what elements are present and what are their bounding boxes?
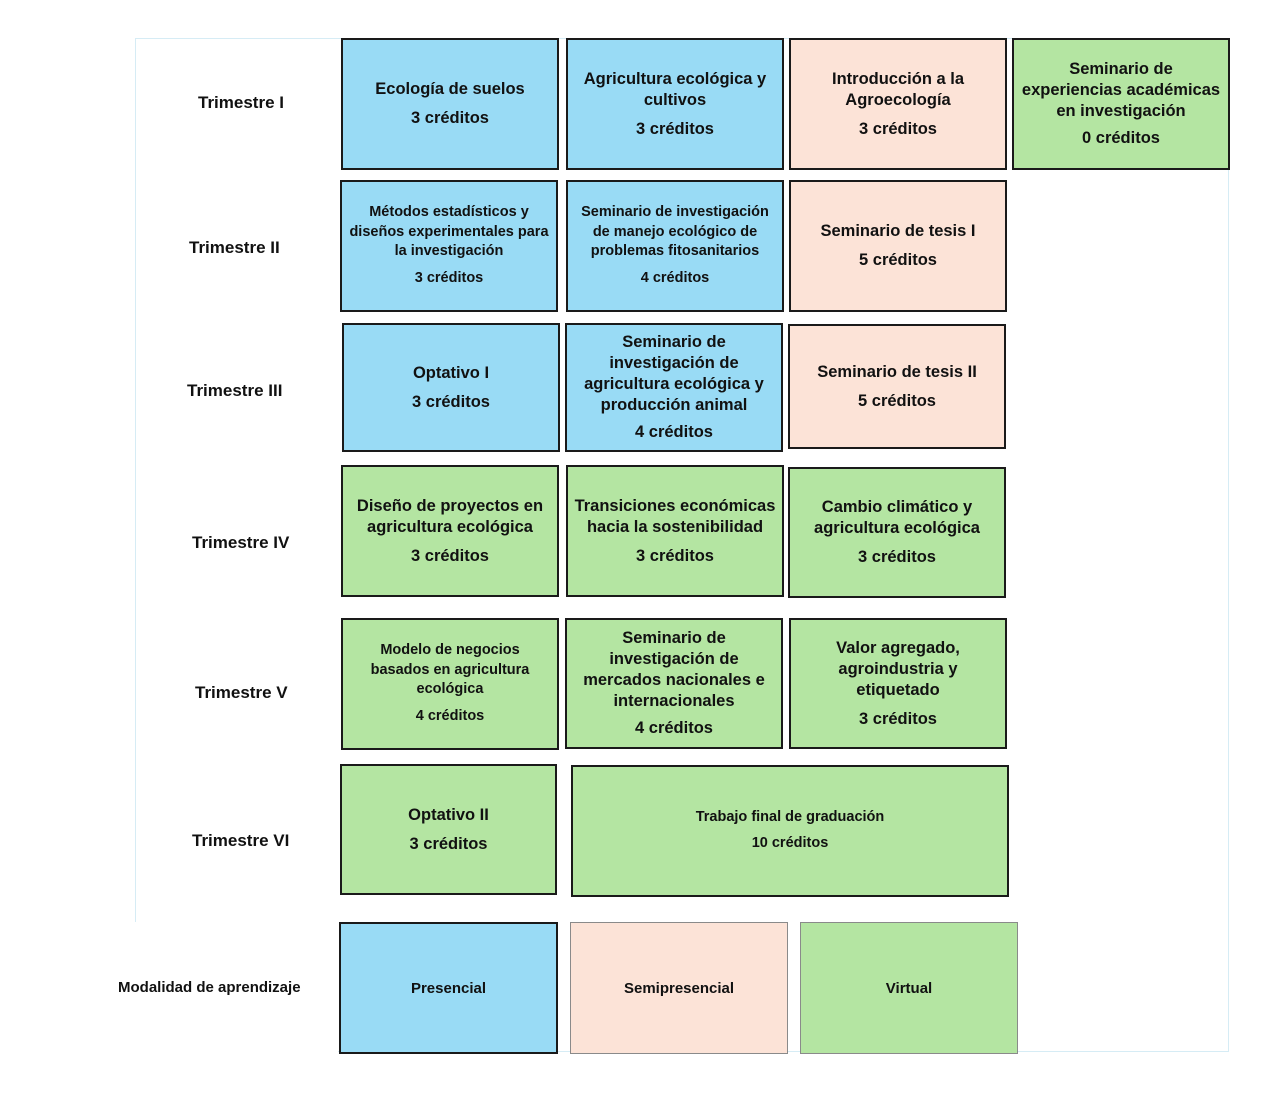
course-name: Métodos estadísticos y diseños experimen… bbox=[349, 204, 549, 260]
course-name: Optativo I bbox=[412, 363, 490, 382]
course-credits: 3 créditos bbox=[636, 119, 714, 138]
course-credits: 3 créditos bbox=[859, 119, 937, 138]
course-box: Seminario de investigación de agricultur… bbox=[565, 323, 783, 452]
course-box: Valor agregado, agroindustria y etiqueta… bbox=[789, 618, 1007, 749]
legend-item-presencial: Presencial bbox=[339, 922, 558, 1054]
course-box: Agricultura ecológica y cultivos 3 crédi… bbox=[566, 38, 784, 170]
course-credits: 10 créditos bbox=[751, 835, 829, 852]
course-name: Seminario de experiencias académicas en … bbox=[1021, 60, 1221, 120]
course-credits: 5 créditos bbox=[858, 391, 936, 410]
row-label-trimestre-5: Trimestre V bbox=[195, 683, 288, 702]
course-credits: 4 créditos bbox=[635, 719, 713, 737]
course-credits: 4 créditos bbox=[635, 423, 713, 441]
course-name: Seminario de investigación de manejo eco… bbox=[581, 204, 769, 260]
course-credits: 5 créditos bbox=[859, 251, 937, 269]
course-box: Seminario de experiencias académicas en … bbox=[1012, 38, 1230, 170]
course-name: Ecología de suelos bbox=[375, 80, 525, 98]
course-name: Agricultura ecológica y cultivos bbox=[583, 69, 767, 109]
course-box: Optativo II 3 créditos bbox=[340, 764, 557, 895]
legend-item-label: Presencial bbox=[410, 979, 487, 997]
legend-item-label: Virtual bbox=[885, 979, 933, 997]
course-credits: 3 créditos bbox=[411, 109, 489, 127]
course-name: Transiciones económicas hacia la sosteni… bbox=[574, 496, 776, 536]
course-box: Ecología de suelos 3 créditos bbox=[341, 38, 559, 170]
course-name: Diseño de proyectos en agricultura ecoló… bbox=[356, 496, 544, 536]
row-label-trimestre-6: Trimestre VI bbox=[192, 831, 290, 850]
legend-label: Modalidad de aprendizaje bbox=[118, 979, 301, 996]
course-credits: 3 créditos bbox=[858, 548, 936, 566]
course-credits: 3 créditos bbox=[414, 269, 484, 286]
course-box: Optativo I 3 créditos bbox=[342, 323, 560, 452]
legend-item-virtual: Virtual bbox=[800, 922, 1018, 1054]
course-box: Transiciones económicas hacia la sosteni… bbox=[566, 465, 784, 597]
legend-background bbox=[110, 922, 338, 1054]
row-label-trimestre-1: Trimestre I bbox=[198, 93, 284, 112]
course-credits: 3 créditos bbox=[411, 546, 489, 565]
course-box: Diseño de proyectos en agricultura ecoló… bbox=[341, 465, 559, 597]
course-credits: 4 créditos bbox=[640, 269, 710, 286]
course-box: Introducción a la Agroecología 3 crédito… bbox=[789, 38, 1007, 170]
row-label-trimestre-2: Trimestre II bbox=[189, 238, 280, 257]
course-name: Seminario de investigación de mercados n… bbox=[583, 629, 765, 710]
course-name: Seminario de tesis I bbox=[820, 222, 976, 240]
course-credits: 3 créditos bbox=[636, 546, 714, 565]
course-name: Trabajo final de graduación bbox=[695, 808, 885, 825]
course-box: Seminario de tesis II 5 créditos bbox=[788, 324, 1006, 449]
row-label-trimestre-4: Trimestre IV bbox=[192, 533, 290, 552]
course-name: Modelo de negocios basados en agricultur… bbox=[370, 642, 530, 698]
course-box: Trabajo final de graduación 10 créditos bbox=[571, 765, 1009, 897]
course-box: Seminario de investigación de mercados n… bbox=[565, 618, 783, 749]
course-box: Métodos estadísticos y diseños experimen… bbox=[340, 180, 558, 312]
course-credits: 3 créditos bbox=[859, 709, 937, 728]
course-name: Seminario de tesis II bbox=[817, 362, 977, 381]
course-credits: 3 créditos bbox=[409, 834, 488, 853]
course-box: Modelo de negocios basados en agricultur… bbox=[341, 618, 559, 750]
course-name: Optativo II bbox=[408, 805, 489, 824]
course-name: Introducción a la Agroecología bbox=[831, 69, 965, 109]
row-label-trimestre-3: Trimestre III bbox=[187, 381, 283, 400]
course-credits: 0 créditos bbox=[1082, 129, 1160, 147]
course-credits: 3 créditos bbox=[412, 392, 490, 411]
course-box: Cambio climático y agricultura ecológica… bbox=[788, 467, 1006, 598]
course-box: Seminario de tesis I 5 créditos bbox=[789, 180, 1007, 312]
course-credits: 4 créditos bbox=[415, 707, 485, 724]
course-name: Valor agregado, agroindustria y etiqueta… bbox=[836, 638, 960, 699]
course-name: Cambio climático y agricultura ecológica bbox=[814, 498, 980, 537]
course-name: Seminario de investigación de agricultur… bbox=[584, 333, 764, 414]
legend-item-semipresencial: Semipresencial bbox=[570, 922, 788, 1054]
legend-item-label: Semipresencial bbox=[623, 979, 735, 997]
course-box: Seminario de investigación de manejo eco… bbox=[566, 180, 784, 312]
